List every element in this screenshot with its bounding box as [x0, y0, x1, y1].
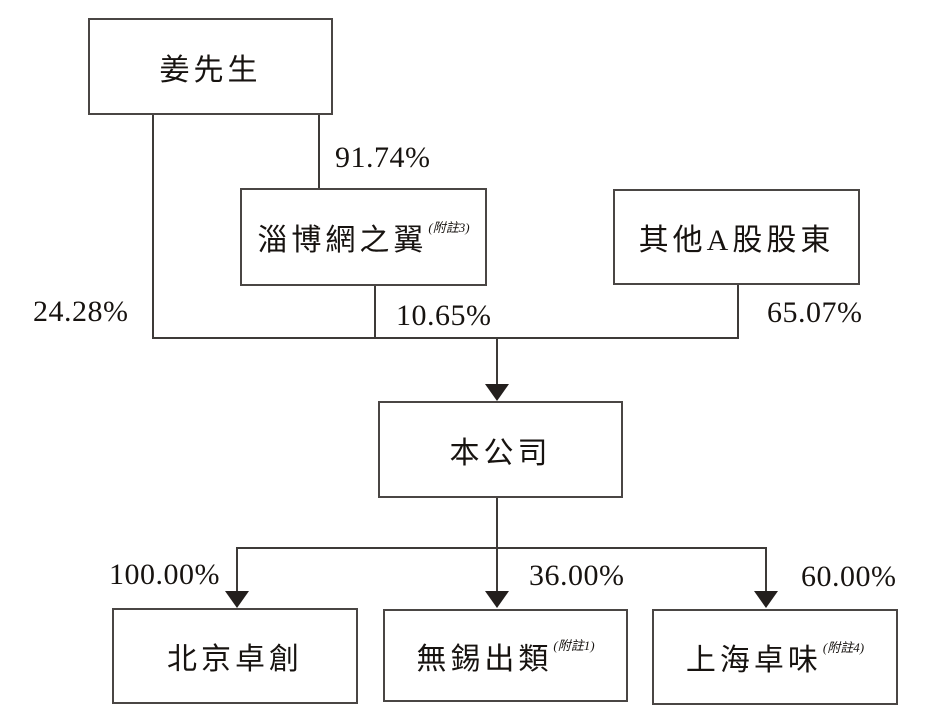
- edge-label-jiang-company: 24.28%: [33, 295, 129, 328]
- connector-other-a-to-company-vline: [737, 284, 739, 339]
- arrowhead-into-shanghai-icon: [754, 591, 778, 608]
- edge-label-company-shanghai: 60.00%: [801, 560, 897, 593]
- connector-company-down-vline: [496, 498, 498, 548]
- edge-label-jiang-zibo: 91.74%: [335, 141, 431, 174]
- node-wuxi-chulei: 無錫出類(附註1): [383, 609, 628, 702]
- edge-label-zibo-company: 10.65%: [396, 299, 492, 332]
- connector-lower-bus-hline: [236, 547, 767, 549]
- node-wuxi-chulei-note: (附註1): [553, 638, 595, 653]
- edge-label-other-a-company: 65.07%: [767, 296, 863, 329]
- connector-to-beijing-vline: [236, 547, 238, 593]
- node-other-a-shareholders: 其他A股股東: [613, 189, 860, 285]
- node-mr-jiang-label: 姜先生: [159, 53, 262, 87]
- node-shanghai-zhuowei: 上海卓味(附註4): [652, 609, 898, 705]
- connector-upper-bus-hline: [152, 337, 739, 339]
- node-beijing-zhuochuang: 北京卓創: [112, 608, 358, 704]
- node-company: 本公司: [378, 401, 623, 498]
- node-company-label: 本公司: [449, 436, 552, 470]
- node-mr-jiang: 姜先生: [88, 18, 333, 115]
- connector-to-shanghai-vline: [765, 547, 767, 593]
- node-zibo-wangzhiyi-note: (附註3): [428, 219, 470, 235]
- edge-label-company-wuxi: 36.00%: [529, 559, 625, 592]
- node-shanghai-zhuowei-label: 上海卓味: [685, 644, 822, 677]
- connector-jiang-to-zibo-vline: [318, 115, 320, 189]
- connector-to-wuxi-vline: [496, 547, 498, 593]
- node-wuxi-chulei-label: 無錫出類: [416, 642, 553, 676]
- connector-zibo-to-company-vline: [374, 284, 376, 339]
- node-zibo-wangzhiyi-label: 淄博網之翼: [257, 224, 428, 257]
- arrowhead-into-wuxi-icon: [485, 591, 509, 608]
- arrowhead-into-beijing-icon: [225, 591, 249, 608]
- node-shanghai-zhuowei-note: (附註4): [822, 639, 865, 655]
- connector-bus-to-company-vline: [496, 337, 498, 387]
- node-zibo-wangzhiyi: 淄博網之翼(附註3): [240, 188, 487, 286]
- node-beijing-zhuochuang-label: 北京卓創: [167, 643, 303, 676]
- node-other-a-shareholders-label: 其他A股股東: [638, 224, 835, 257]
- edge-label-company-beijing: 100.00%: [109, 558, 220, 591]
- arrowhead-into-company-icon: [485, 384, 509, 401]
- connector-jiang-to-company-vline: [152, 115, 154, 339]
